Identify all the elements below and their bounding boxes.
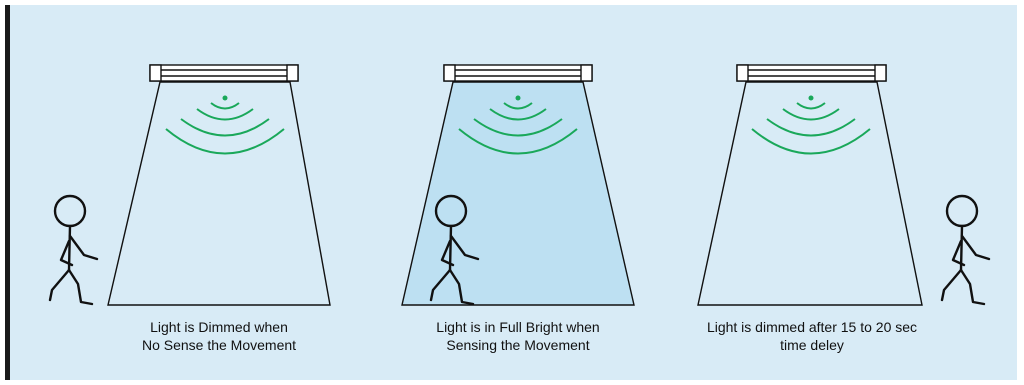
light-fixture-icon — [737, 65, 886, 81]
light-beam — [402, 82, 634, 305]
light-beam — [108, 82, 330, 305]
caption-scene-3: Light is dimmed after 15 to 20 sec time … — [682, 318, 942, 354]
caption-scene-1: Light is Dimmed when No Sense the Moveme… — [89, 318, 349, 354]
scene-1 — [50, 65, 330, 305]
caption-scene-2: Light is in Full Bright when Sensing the… — [388, 318, 648, 354]
caption-line: Light is in Full Bright when — [388, 318, 648, 336]
caption-line: Sensing the Movement — [388, 336, 648, 354]
scene-2 — [402, 65, 634, 305]
caption-line: No Sense the Movement — [89, 336, 349, 354]
walking-person-icon — [942, 196, 989, 304]
caption-line: time deley — [682, 336, 942, 354]
scene-3 — [698, 65, 989, 305]
caption-line: Light is dimmed after 15 to 20 sec — [682, 318, 942, 336]
motion-sensor-waves-icon — [166, 96, 284, 154]
motion-sensor-waves-icon — [752, 96, 870, 154]
walking-person-icon — [50, 196, 97, 304]
light-fixture-icon — [150, 65, 298, 81]
light-beam — [698, 82, 922, 305]
caption-line: Light is Dimmed when — [89, 318, 349, 336]
light-fixture-icon — [444, 65, 592, 81]
